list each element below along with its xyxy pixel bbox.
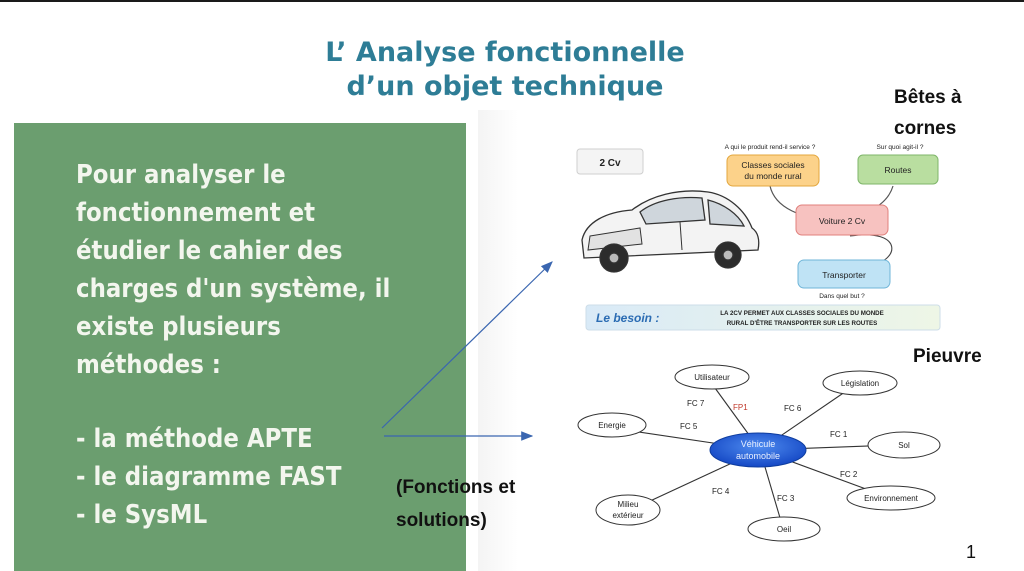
node-sol [867,431,941,459]
node-utilisateur [674,364,750,390]
node-milieu-line1: Milieu [618,500,639,509]
node-utilisateur-label: Utilisateur [694,373,730,382]
node-legislation-label: Législation [841,379,879,388]
box-voiture [795,204,889,236]
methods-panel [14,123,466,571]
fc5-label: FC 5 [680,422,698,431]
node-energie-label: Energie [598,421,626,430]
node-vehicule-center [709,432,807,468]
besoin-line2: RURAL D'ÊTRE TRANSPORTER SUR LES ROUTES [727,319,878,327]
box-classes-sociales [726,154,820,187]
method-fast: - le diagramme FAST [76,462,342,492]
arrow-to-bete-diagram [381,261,553,429]
paragraph-line: fonctionnement et [76,198,316,228]
label-fonctions-line2: solutions) [396,510,487,531]
fc4-label: FC 4 [712,487,730,496]
question-bottom: Dans quel but ? [819,293,865,300]
node-environnement [846,485,936,511]
label-fonctions-line1: (Fonctions et [396,477,516,498]
method-sysml: - le SysML [76,500,208,530]
center-line2: automobile [736,451,780,461]
node-milieu-line2: extérieur [612,511,643,520]
title-line-1: L’ Analyse fonctionnelle [325,37,685,68]
node-energie [577,412,647,438]
node-oeil [747,516,821,542]
box-routes [857,154,939,185]
method-apte: - la méthode APTE [76,424,313,454]
label-fonctions-solutions: (Fonctions et solutions) [396,471,515,537]
besoin-bar [585,304,941,331]
besoin-line1: LA 2CV PERMET AUX CLASSES SOCIALES DU MO… [720,310,884,317]
fc6-label: FC 6 [784,404,802,413]
pieuvre-diagram: Utilisateur Législation Energie Sol Envi… [577,364,941,542]
node-sol-label: Sol [898,441,910,450]
product-tag: 2 Cv [599,158,621,169]
box-routes-label: Routes [885,165,912,175]
node-environnement-label: Environnement [864,494,919,503]
label-pieuvre: Pieuvre [913,346,982,367]
node-legislation [822,370,898,396]
top-border [0,0,1024,2]
fc1-label: FC 1 [830,430,848,439]
paragraph-line: Pour analyser le [76,160,286,190]
box-classes-line2: du monde rural [744,171,801,181]
methods-list: - la méthode APTE - le diagramme FAST - … [76,420,410,534]
label-betes-a-cornes: Bêtes à cornes [894,82,962,144]
question-left: A qui le produit rend-il service ? [725,144,816,151]
node-milieu-exterieur [595,494,661,526]
paragraph-line: existe plusieurs [76,312,281,342]
fc3-label: FC 3 [777,494,795,503]
product-tag-box [576,148,644,175]
box-transporter [797,259,891,289]
fc2-label: FC 2 [840,470,858,479]
image-edge [478,110,518,571]
paragraph-line: étudier le cahier des [76,236,343,266]
box-voiture-label: Voiture 2 Cv [819,216,866,226]
label-betes-line2: cornes [894,118,957,139]
car-illustration [581,190,760,273]
page-number: 1 [966,542,977,562]
methods-panel-text: Pour analyser le fonctionnement et étudi… [76,156,410,534]
besoin-label: Le besoin : [596,311,659,325]
center-line1: Véhicule [741,439,776,449]
page-title: L’ Analyse fonctionnelle d’un objet tech… [300,36,710,104]
paragraph-line: méthodes : [76,350,221,380]
bete-a-cornes-diagram: 2 Cv A qui le produit rend-il service ? … [576,144,941,331]
label-betes-line1: Bêtes à [894,87,962,108]
node-oeil-label: Oeil [777,525,791,534]
box-classes-line1: Classes sociales [741,160,804,170]
title-line-2: d’un objet technique [346,71,664,102]
question-right: Sur quoi agit-il ? [877,144,924,151]
box-transporter-label: Transporter [822,270,866,280]
fp1-label: FP1 [733,403,748,412]
fc7-label: FC 7 [687,399,705,408]
paragraph-line: charges d'un système, il [76,274,391,304]
